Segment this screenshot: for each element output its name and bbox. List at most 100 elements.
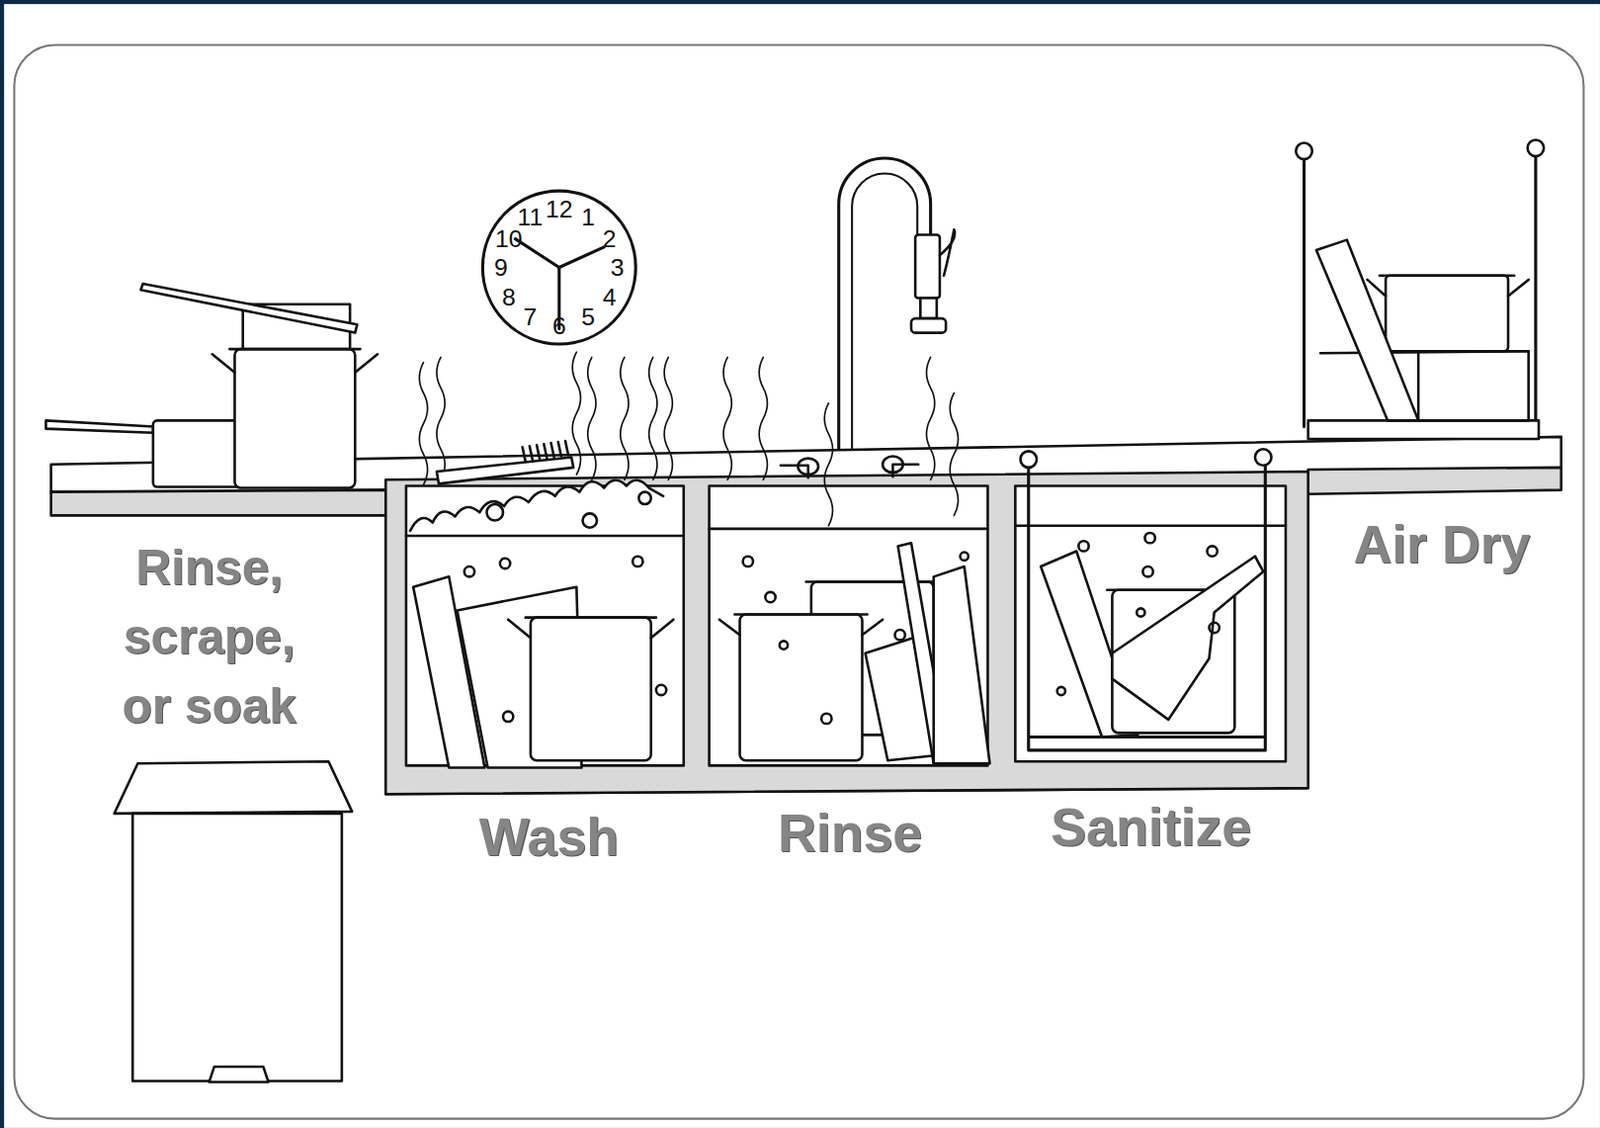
counter-part <box>51 490 387 516</box>
station-label: Air Dry <box>1288 512 1596 575</box>
wash-compartment <box>406 480 684 768</box>
bubbles-part <box>487 504 505 521</box>
page-frame-part <box>3 3 1600 1128</box>
steam-part <box>620 356 629 480</box>
clock-number: 3 <box>596 252 638 282</box>
sanitize-compartment-part <box>1020 450 1038 468</box>
drying-rack-part <box>1302 158 1306 427</box>
drying-rack-part <box>1379 273 1515 277</box>
bubbles-part <box>764 591 775 602</box>
steam-part <box>436 356 445 480</box>
drying-rack-part <box>1367 279 1529 297</box>
bubbles-part <box>464 566 475 577</box>
steam-part <box>824 403 833 526</box>
scrub-brush-part <box>436 457 574 485</box>
station-label: Wash <box>396 806 703 868</box>
drying-rack-part <box>1527 139 1545 157</box>
wall-clock-part <box>559 247 604 268</box>
bubbles <box>464 492 1220 724</box>
clock-number: 7 <box>509 303 551 333</box>
wash-compartment-part <box>410 480 664 531</box>
rinse-compartment <box>709 485 991 765</box>
steam <box>419 351 958 526</box>
page-frame-part <box>13 44 1584 1118</box>
bubbles-part <box>779 640 788 649</box>
rinse-compartment-part <box>734 612 867 616</box>
faucet-part <box>920 297 937 319</box>
steam-part <box>723 356 732 480</box>
faucet-part <box>780 465 809 478</box>
sanitize-compartment-part <box>1014 485 1286 761</box>
faucet-part <box>892 464 919 477</box>
sanitize-compartment <box>1014 448 1286 761</box>
sanitize-compartment-part <box>1111 556 1264 720</box>
dirty-pots-part <box>140 283 357 334</box>
scrub-brush-part <box>522 440 569 462</box>
drying-rack-part <box>1533 155 1537 427</box>
dirty-pots-part <box>45 420 153 432</box>
bubbles-part <box>656 684 667 695</box>
wash-compartment-part <box>507 619 674 639</box>
clock-number: 8 <box>488 281 529 311</box>
steam-part <box>572 351 581 475</box>
bubbles-part <box>1206 545 1217 556</box>
steam-part <box>588 356 596 480</box>
trash-can-part <box>132 813 342 1082</box>
bubbles-part <box>1209 622 1220 633</box>
steam-part <box>649 356 658 480</box>
clock-number: 2 <box>589 224 630 253</box>
wash-compartment-part <box>525 615 657 619</box>
clock-number: 9 <box>480 252 521 282</box>
station-label: Rinse, scrape, or soak <box>99 532 320 742</box>
rinse-compartment-part <box>740 614 863 761</box>
drying-rack-part <box>1308 420 1539 439</box>
page-frame <box>3 3 1600 1128</box>
faucet-part <box>851 173 918 450</box>
clock-number: 4 <box>589 281 630 311</box>
bubbles-part <box>1057 686 1066 695</box>
sanitize-compartment-part <box>1014 523 1286 527</box>
dirty-pots-part <box>153 420 246 487</box>
wash-compartment-part <box>406 534 684 538</box>
steam-part <box>758 356 767 480</box>
bubbles-part <box>632 556 643 567</box>
counter <box>51 436 1562 794</box>
drying-rack <box>1295 139 1544 439</box>
steam-part <box>664 356 673 480</box>
bubbles-part <box>960 552 969 561</box>
drying-rack-part <box>1316 240 1419 422</box>
dirty-pots <box>45 283 378 489</box>
wash-compartment-part <box>530 617 652 761</box>
steam-part <box>949 393 958 516</box>
bubbles-part <box>821 713 832 724</box>
bubbles-part <box>1142 566 1153 577</box>
counter-part <box>51 436 1562 794</box>
bubbles-part <box>1136 607 1145 616</box>
drying-rack-part <box>1295 143 1313 161</box>
rinse-compartment-part <box>933 566 991 763</box>
counter-part <box>385 471 1308 794</box>
trash-can-part <box>209 1066 269 1082</box>
clock-number: 6 <box>538 311 580 340</box>
bubbles-part <box>500 558 510 569</box>
drying-rack-part <box>1418 350 1529 421</box>
station-label: Rinse <box>696 802 1004 864</box>
trash-can <box>114 760 353 1082</box>
faucet-part <box>915 234 940 298</box>
dirty-pots-part <box>234 348 355 488</box>
clock-number: 5 <box>568 303 609 333</box>
bubbles-part <box>1078 540 1089 551</box>
steam-part <box>926 356 935 480</box>
trash-can-part <box>114 760 353 814</box>
counter-part <box>1308 467 1562 495</box>
bubbles-part <box>638 492 651 505</box>
scrub-brush <box>436 440 574 484</box>
faucet <box>780 158 955 478</box>
bubbles-part <box>1144 532 1155 543</box>
faucet-part <box>839 158 931 449</box>
clock-number: 1 <box>568 202 609 232</box>
bubbles-part <box>743 556 754 567</box>
bubbles-part <box>895 629 906 640</box>
clock-number: 11 <box>509 202 551 232</box>
